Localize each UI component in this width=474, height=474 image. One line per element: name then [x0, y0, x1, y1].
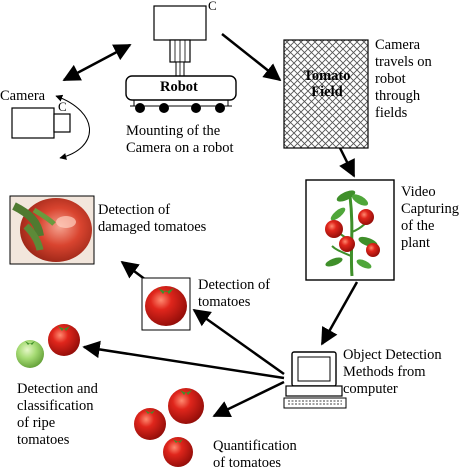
- computer-caption: Object Detection Methods from computer: [343, 347, 442, 398]
- ripe-caption-line-4: tomatoes: [17, 432, 70, 448]
- field-caption-line-4: through: [375, 88, 421, 104]
- computer-caption-line-3: computer: [343, 381, 398, 397]
- video-caption-line-1: Video: [401, 184, 436, 200]
- damaged-tomato-icon: [9, 195, 95, 265]
- arrow-camera-to-robot: [62, 43, 132, 82]
- damaged-caption-line-1: Detection of: [98, 202, 171, 218]
- quantify-caption-line-2: of tomatoes: [213, 455, 282, 471]
- robot-icon: [125, 5, 237, 113]
- field-caption-line-5: fields: [375, 105, 408, 121]
- ripe-caption-line-2: classification: [17, 398, 94, 414]
- computer-caption-line-1: Object Detection: [343, 347, 442, 363]
- robot-camera-badge: C: [208, 0, 217, 13]
- video-caption-line-3: of the: [401, 218, 435, 234]
- robot-caption: Mounting of the Camera on a robot: [126, 123, 234, 157]
- arrow-computer-to-quantify: [212, 380, 285, 418]
- computer-caption-line-2: Methods from: [343, 364, 426, 380]
- ripe-caption-line-3: of ripe: [17, 415, 56, 431]
- camera-badge: C: [58, 99, 67, 114]
- computer-icon: [283, 351, 347, 409]
- arrow-computer-to-ripe: [82, 340, 285, 380]
- detection-caption-line-1: Detection of: [198, 277, 271, 293]
- detection-caption-line-2: tomatoes: [198, 294, 251, 310]
- quantify-caption-line-1: Quantification: [213, 438, 297, 454]
- video-caption: Video Capturing of the plant: [401, 184, 459, 252]
- quantify-tomatoes-icon: [134, 388, 204, 467]
- detection-caption: Detection of tomatoes: [198, 277, 270, 311]
- arrow-computer-to-detection: [192, 308, 285, 376]
- field-caption-line-3: robot: [375, 71, 406, 87]
- ripe-caption: Detection and classification of ripe tom…: [17, 381, 98, 449]
- video-caption-line-2: Capturing: [401, 201, 459, 217]
- tomato-plant-icon: [305, 179, 395, 281]
- camera-label: Camera: [0, 88, 46, 104]
- camera-icon: [11, 107, 71, 139]
- tomato-field-icon: [283, 39, 369, 149]
- field-caption-line-2: travels on: [375, 54, 432, 70]
- quantify-caption: Quantification of tomatoes: [213, 438, 297, 472]
- arrow-video-to-computer: [320, 281, 359, 346]
- arrow-camera-rotate: [55, 94, 90, 160]
- robot-caption-line-2: Camera on a robot: [126, 140, 234, 156]
- arrow-robot-to-field: [221, 33, 282, 82]
- video-caption-line-4: plant: [401, 235, 430, 251]
- field-caption: Camera travels on robot through fields: [375, 37, 432, 122]
- field-caption-line-1: Camera: [375, 37, 421, 53]
- ripe-caption-line-1: Detection and: [17, 381, 98, 397]
- tomato-icon: [141, 277, 191, 331]
- robot-caption-line-1: Mounting of the: [126, 123, 221, 139]
- robot-label: Robot: [160, 79, 198, 95]
- tomato-field-label-line-1: Tomato: [303, 68, 351, 84]
- arrow-field-to-video: [338, 147, 356, 178]
- tomato-field-label: Tomato Field: [297, 68, 357, 100]
- damaged-caption: Detection of damaged tomatoes: [98, 202, 206, 236]
- tomato-field-label-line-2: Field: [311, 84, 343, 100]
- ripe-tomatoes-icon: [16, 324, 80, 368]
- damaged-caption-line-2: damaged tomatoes: [98, 219, 207, 235]
